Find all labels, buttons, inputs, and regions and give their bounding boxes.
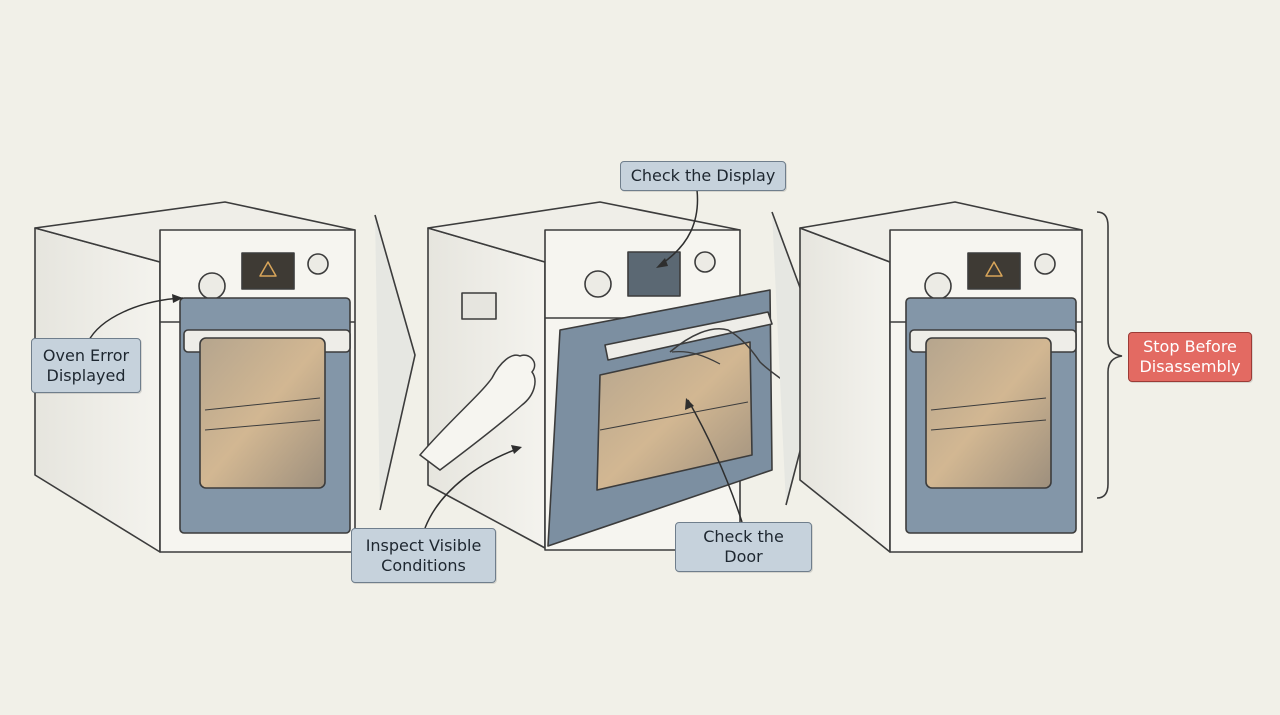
oven-2-handle	[604, 311, 773, 361]
label-check-display: Check the Display	[620, 161, 786, 191]
oven-1-rack	[204, 397, 321, 411]
oven-2-knob-right	[694, 251, 716, 273]
leader-oven-error-arrow	[172, 294, 183, 303]
label-check-door: Check the Door	[675, 522, 812, 572]
oven-3-side	[799, 227, 891, 553]
label-inspect-visible-line2: Conditions	[381, 555, 466, 575]
oven-1-knob-left	[198, 272, 226, 300]
leader-oven-error	[87, 297, 184, 343]
leader-inspect-visible	[424, 447, 521, 529]
label-stop-before-disassembly: Stop Before Disassembly	[1128, 332, 1252, 382]
oven-3-display	[967, 252, 1021, 290]
brace	[1096, 211, 1123, 499]
label-check-door-line1: Check the	[703, 527, 784, 546]
leader-check-display-arrow	[656, 258, 668, 268]
oven-2-vent	[461, 292, 497, 320]
label-oven-error: Oven Error Displayed	[31, 338, 141, 393]
label-stop-line1: Stop Before	[1143, 337, 1237, 356]
oven-1-knob-right	[307, 253, 329, 275]
warning-icon	[985, 261, 1003, 277]
oven-3-knob-left	[924, 272, 952, 300]
leader-check-display	[659, 189, 699, 266]
label-oven-error-line2: Displayed	[46, 365, 126, 385]
leader-inspect-visible-arrow	[511, 445, 522, 454]
label-check-display-text: Check the Display	[630, 166, 776, 185]
label-oven-error-line1: Oven Error	[42, 345, 130, 365]
oven-3-window	[925, 337, 1052, 489]
step-arrow-1	[374, 214, 416, 511]
oven-1	[34, 201, 356, 553]
leader-check-door-arrow	[685, 398, 694, 410]
oven-3-knob-right	[1034, 253, 1056, 275]
leader-check-door	[687, 399, 743, 523]
oven-1-display	[241, 252, 295, 290]
oven-2-display	[627, 251, 681, 297]
label-inspect-visible: Inspect Visible Conditions	[351, 528, 496, 583]
oven-2	[427, 201, 773, 551]
label-inspect-visible-line1: Inspect Visible	[365, 535, 482, 555]
label-stop-line2: Disassembly	[1139, 357, 1241, 376]
oven-3	[799, 201, 1083, 553]
oven-1-window	[199, 337, 326, 489]
label-check-door-line2: Door	[724, 547, 763, 566]
warning-icon	[259, 261, 277, 277]
right-hand	[669, 328, 806, 396]
left-hand	[418, 354, 536, 471]
oven-2-knob-left	[584, 270, 612, 298]
